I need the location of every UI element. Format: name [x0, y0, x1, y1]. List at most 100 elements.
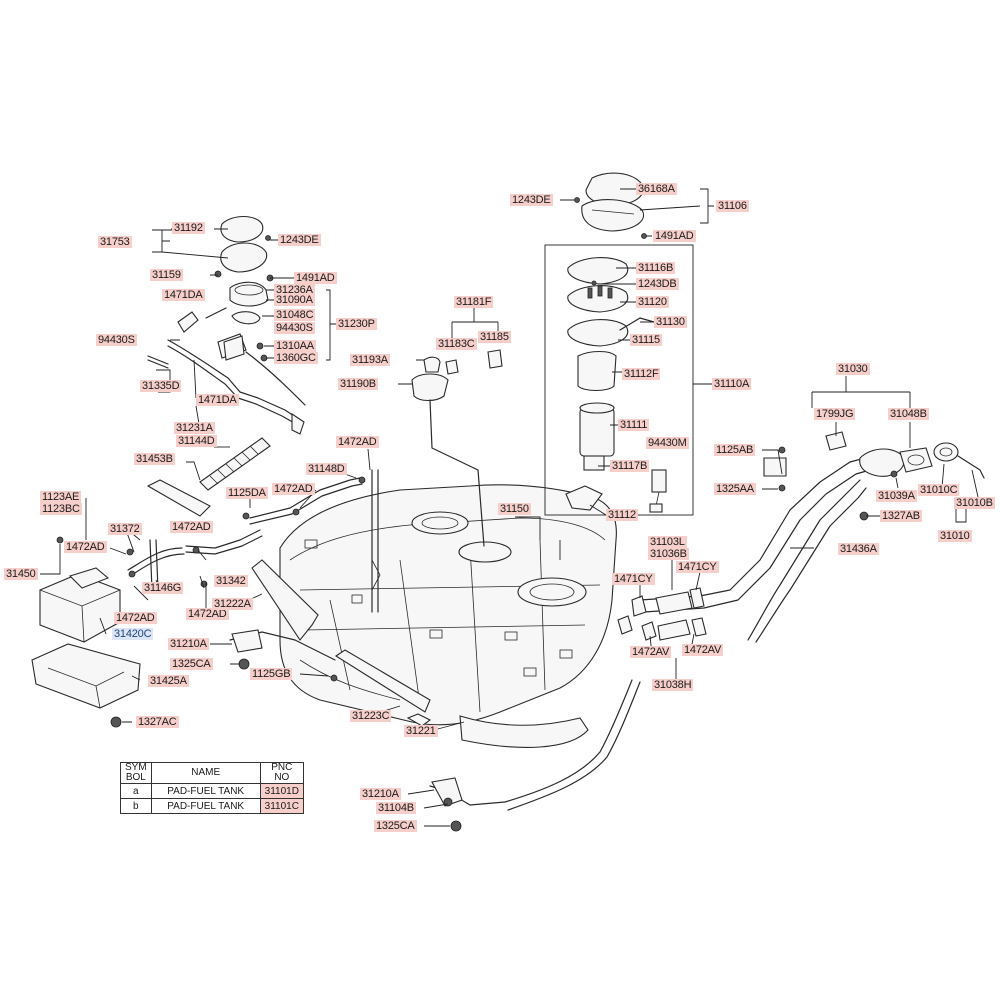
- part-label-31112[interactable]: 31112: [606, 509, 638, 521]
- part-label-31030[interactable]: 31030: [836, 363, 870, 375]
- legend-name: PAD-FUEL TANK: [150, 783, 261, 799]
- part-label-31039A[interactable]: 31039A: [876, 490, 917, 502]
- part-label-31115[interactable]: 31115: [630, 334, 662, 346]
- part-label-31420C[interactable]: 31420C: [112, 628, 154, 640]
- part-label-1471DA-a[interactable]: 1471DA: [162, 289, 205, 301]
- part-label-31436A[interactable]: 31436A: [838, 543, 879, 555]
- part-label-31048B[interactable]: 31048B: [888, 408, 929, 420]
- part-label-1243DB[interactable]: 1243DB: [636, 278, 679, 290]
- legend-pnc[interactable]: 31101C: [259, 798, 304, 814]
- part-label-31159[interactable]: 31159: [150, 269, 183, 281]
- part-label-94430S-b[interactable]: 94430S: [96, 334, 137, 346]
- legend-pnc[interactable]: 31101D: [259, 783, 304, 799]
- legend-header-name: NAME: [150, 762, 261, 784]
- part-label-1243DE-top[interactable]: 1243DE: [510, 194, 553, 206]
- part-label-1325CA-a[interactable]: 1325CA: [170, 658, 213, 670]
- part-label-31036B[interactable]: 31036B: [648, 548, 689, 560]
- part-label-31231A[interactable]: 31231A: [174, 422, 215, 434]
- part-label-1310AA[interactable]: 1310AA: [274, 340, 316, 352]
- part-label-31148D[interactable]: 31148D: [306, 463, 347, 475]
- part-label-31106[interactable]: 31106: [716, 200, 749, 212]
- part-label-1123AE[interactable]: 1123AE: [40, 491, 82, 503]
- part-label-31181F[interactable]: 31181F: [454, 296, 494, 308]
- part-label-1472AD-e[interactable]: 1472AD: [114, 612, 157, 624]
- fuel-pump-module-icon: [544, 172, 694, 516]
- part-label-31116B[interactable]: 31116B: [636, 262, 676, 274]
- part-label-1799JG[interactable]: 1799JG: [814, 408, 856, 420]
- part-label-31190B[interactable]: 31190B: [338, 378, 378, 390]
- part-label-1491AD-top[interactable]: 1491AD: [653, 230, 696, 242]
- part-label-31117B[interactable]: 31117B: [610, 460, 650, 472]
- part-label-1472AD-f[interactable]: 1472AD: [186, 608, 229, 620]
- part-label-31425A[interactable]: 31425A: [148, 675, 189, 687]
- part-label-1472AV-b[interactable]: 1472AV: [682, 644, 724, 656]
- part-label-31038H[interactable]: 31038H: [652, 679, 694, 691]
- part-label-31111[interactable]: 31111: [618, 419, 650, 431]
- part-label-1325AA[interactable]: 1325AA: [714, 483, 756, 495]
- part-label-1491AD-left[interactable]: 1491AD: [294, 272, 337, 284]
- part-label-1472AV-a[interactable]: 1472AV: [630, 646, 672, 658]
- part-label-1360GC[interactable]: 1360GC: [274, 352, 318, 364]
- fuel-tank-icon: [279, 484, 617, 726]
- part-label-31192[interactable]: 31192: [172, 222, 205, 234]
- part-label-31103L[interactable]: 31103L: [648, 536, 687, 548]
- part-label-1327AB[interactable]: 1327AB: [880, 510, 922, 522]
- part-label-1325CA-b[interactable]: 1325CA: [374, 820, 417, 832]
- part-label-31335D[interactable]: 31335D: [140, 380, 182, 392]
- canister-icon: [39, 567, 121, 643]
- legend-name: PAD-FUEL TANK: [150, 798, 261, 814]
- part-label-31120[interactable]: 31120: [636, 296, 669, 308]
- part-label-31342[interactable]: 31342: [214, 575, 248, 587]
- part-label-31230P[interactable]: 31230P: [336, 318, 377, 330]
- part-label-1472AD-b[interactable]: 1472AD: [272, 483, 315, 495]
- part-label-31183C[interactable]: 31183C: [436, 338, 477, 350]
- part-label-31185[interactable]: 31185: [478, 331, 511, 343]
- part-label-1472AD-c[interactable]: 1472AD: [170, 521, 213, 533]
- part-label-31210A-a[interactable]: 31210A: [168, 638, 209, 650]
- legend-row: a PAD-FUEL TANK 31101D: [120, 783, 304, 799]
- part-label-31450[interactable]: 31450: [4, 568, 38, 580]
- part-label-31223C[interactable]: 31223C: [350, 710, 392, 722]
- legend-symbol: b: [120, 798, 152, 814]
- part-label-36168A[interactable]: 36168A: [636, 183, 677, 195]
- part-label-31010C[interactable]: 31010C: [918, 484, 960, 496]
- part-label-31150[interactable]: 31150: [498, 503, 531, 515]
- part-label-1125GB[interactable]: 1125GB: [250, 668, 293, 680]
- part-label-31210A-b[interactable]: 31210A: [360, 788, 401, 800]
- part-label-31221[interactable]: 31221: [404, 725, 438, 737]
- part-label-1471DA-b[interactable]: 1471DA: [196, 394, 239, 406]
- part-label-31112F[interactable]: 31112F: [622, 368, 661, 380]
- part-label-1125AB[interactable]: 1125AB: [714, 444, 756, 456]
- part-label-1327AC[interactable]: 1327AC: [136, 716, 179, 728]
- part-label-1243DE-left[interactable]: 1243DE: [278, 234, 321, 246]
- part-label-94430S-a[interactable]: 94430S: [274, 322, 315, 334]
- part-label-31236A[interactable]: 31236A: [274, 284, 315, 296]
- part-label-31110A[interactable]: 31110A: [712, 378, 752, 390]
- part-label-31146G[interactable]: 31146G: [142, 582, 184, 594]
- part-label-31104B[interactable]: 31104B: [376, 802, 416, 814]
- part-label-1471CY-a[interactable]: 1471CY: [612, 573, 655, 585]
- legend-row: b PAD-FUEL TANK 31101C: [120, 798, 304, 814]
- part-label-31453B[interactable]: 31453B: [134, 453, 175, 465]
- part-label-1471CY-b[interactable]: 1471CY: [676, 561, 719, 573]
- filler-cap-icon: [933, 442, 985, 479]
- part-label-1123BC[interactable]: 1123BC: [40, 503, 82, 515]
- part-label-31130[interactable]: 31130: [654, 316, 687, 328]
- part-label-1472AD-d[interactable]: 1472AD: [64, 541, 107, 553]
- part-label-31372[interactable]: 31372: [108, 523, 142, 535]
- part-label-31048C[interactable]: 31048C: [274, 309, 316, 321]
- part-label-94430M[interactable]: 94430M: [646, 437, 689, 449]
- part-label-31222A[interactable]: 31222A: [212, 598, 253, 610]
- part-label-31010B[interactable]: 31010B: [954, 497, 995, 509]
- part-label-1472AD-a[interactable]: 1472AD: [336, 436, 379, 448]
- part-label-1125DA[interactable]: 1125DA: [226, 487, 268, 499]
- part-label-31753[interactable]: 31753: [98, 236, 132, 248]
- part-label-31010[interactable]: 31010: [938, 530, 972, 542]
- part-label-31144D[interactable]: 31144D: [176, 435, 217, 447]
- part-label-31090A[interactable]: 31090A: [274, 294, 315, 306]
- part-label-31193A[interactable]: 31193A: [350, 354, 390, 366]
